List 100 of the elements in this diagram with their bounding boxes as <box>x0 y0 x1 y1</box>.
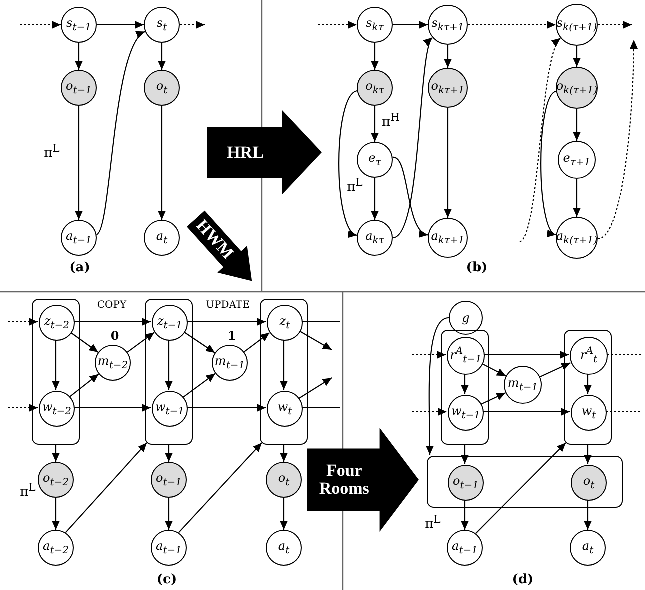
arrow <box>52 498 60 530</box>
panel-label: (b) <box>465 262 489 274</box>
arrow <box>158 106 166 220</box>
arrow <box>444 45 452 68</box>
arrow <box>183 373 216 398</box>
variable-label: o$_{t−1}$ <box>156 472 182 488</box>
arrow <box>70 374 100 398</box>
variable-circle <box>570 530 606 566</box>
variable-circle <box>357 7 393 43</box>
arrow <box>165 340 173 390</box>
arrow <box>444 108 452 218</box>
observed-variable-circle <box>428 68 468 108</box>
observed-variable-circle <box>266 462 302 498</box>
arrow <box>392 156 428 236</box>
arrow <box>97 21 144 29</box>
variable-label: w$_{t}$ <box>582 404 596 422</box>
arrow <box>584 445 592 464</box>
variable-label: s$_{kτ+1}$ <box>432 16 464 34</box>
arrow <box>20 21 61 29</box>
arrow <box>461 374 469 394</box>
arrow <box>184 332 216 354</box>
variable-label: w$_{t−1}$ <box>451 404 481 422</box>
arrow <box>371 178 379 220</box>
variable-circle <box>38 530 74 566</box>
variable-label: m$_{t−2}$ <box>98 354 128 372</box>
arrow <box>573 179 581 217</box>
arrow <box>338 90 358 236</box>
arrow <box>165 445 173 462</box>
variable-circle <box>39 305 75 341</box>
arrow <box>165 498 173 530</box>
variable-label: o$_{t}$ <box>278 472 290 488</box>
variable-label: s$_{t}$ <box>156 16 168 34</box>
edge-label: COPY <box>96 301 128 311</box>
plate-box <box>32 299 80 445</box>
connector-line <box>302 407 340 409</box>
variable-circle <box>447 337 485 375</box>
arrow <box>573 46 581 67</box>
panel-label: (c) <box>156 574 178 586</box>
arrow <box>74 318 151 326</box>
arrow <box>75 106 83 220</box>
arrow <box>584 500 592 530</box>
arrow <box>299 330 332 350</box>
connector-line <box>606 411 642 413</box>
arrow <box>481 392 506 405</box>
arrow <box>65 442 148 534</box>
arrow <box>484 351 569 359</box>
variable-label: a$_{kτ}$ <box>366 230 384 246</box>
arrow <box>476 442 566 534</box>
variable-label: a$_{t}$ <box>156 230 168 246</box>
observed-variable-circle <box>38 462 74 498</box>
arrow <box>280 445 288 462</box>
arrow <box>461 445 469 464</box>
variable-label: g <box>462 312 470 324</box>
variable-circle <box>267 391 303 427</box>
arrow <box>540 362 571 378</box>
variable-label: o$_{t−2}$ <box>43 472 69 488</box>
observed-variable-circle <box>61 70 97 106</box>
arrow <box>52 445 60 462</box>
variable-label: e$_{τ+1}$ <box>563 152 591 168</box>
variable-circle <box>570 337 608 375</box>
arrow <box>412 351 446 359</box>
variable-circle <box>151 530 187 566</box>
arrow <box>371 43 379 70</box>
arrow <box>482 363 506 377</box>
variable-circle <box>39 391 75 427</box>
variable-circle <box>357 220 393 256</box>
arrow <box>244 332 270 353</box>
variable-circle <box>558 141 596 179</box>
bit-label: 1 <box>226 330 238 342</box>
variable-circle <box>504 366 542 404</box>
plate-box <box>564 330 612 445</box>
variable-label: z$_{t}$ <box>280 314 290 332</box>
arrow <box>8 404 38 412</box>
connector-line <box>302 321 340 323</box>
variable-label: a$_{t}$ <box>582 540 594 556</box>
variable-label: o$_{k(τ+1)}$ <box>556 80 598 96</box>
variable-circle <box>447 530 483 566</box>
block-arrow-node <box>207 110 322 195</box>
variable-label: a$_{t}$ <box>278 540 290 556</box>
variable-label: a$_{k(τ+1)}$ <box>556 230 598 246</box>
arrow <box>598 40 638 240</box>
arrow <box>75 43 83 70</box>
arrow <box>96 31 146 236</box>
observed-variable-circle <box>571 465 607 501</box>
variable-label: s$_{t−1}$ <box>66 16 92 34</box>
arrow <box>158 43 166 70</box>
variable-label: w$_{t}$ <box>278 400 292 418</box>
panel-label: (a) <box>68 262 92 274</box>
variable-circle <box>61 220 97 256</box>
variable-label: z$_{t−2}$ <box>44 314 70 332</box>
arrow <box>299 378 332 399</box>
arrow <box>426 317 450 455</box>
connector-line <box>607 354 642 356</box>
variable-circle <box>212 345 248 381</box>
arrow-label: HRL <box>226 142 265 164</box>
arrow <box>520 38 562 242</box>
arrow <box>280 340 288 390</box>
variable-label: w$_{t−1}$ <box>155 400 185 418</box>
variable-circle <box>266 530 302 566</box>
variable-label: o$_{kτ+1}$ <box>431 80 465 96</box>
